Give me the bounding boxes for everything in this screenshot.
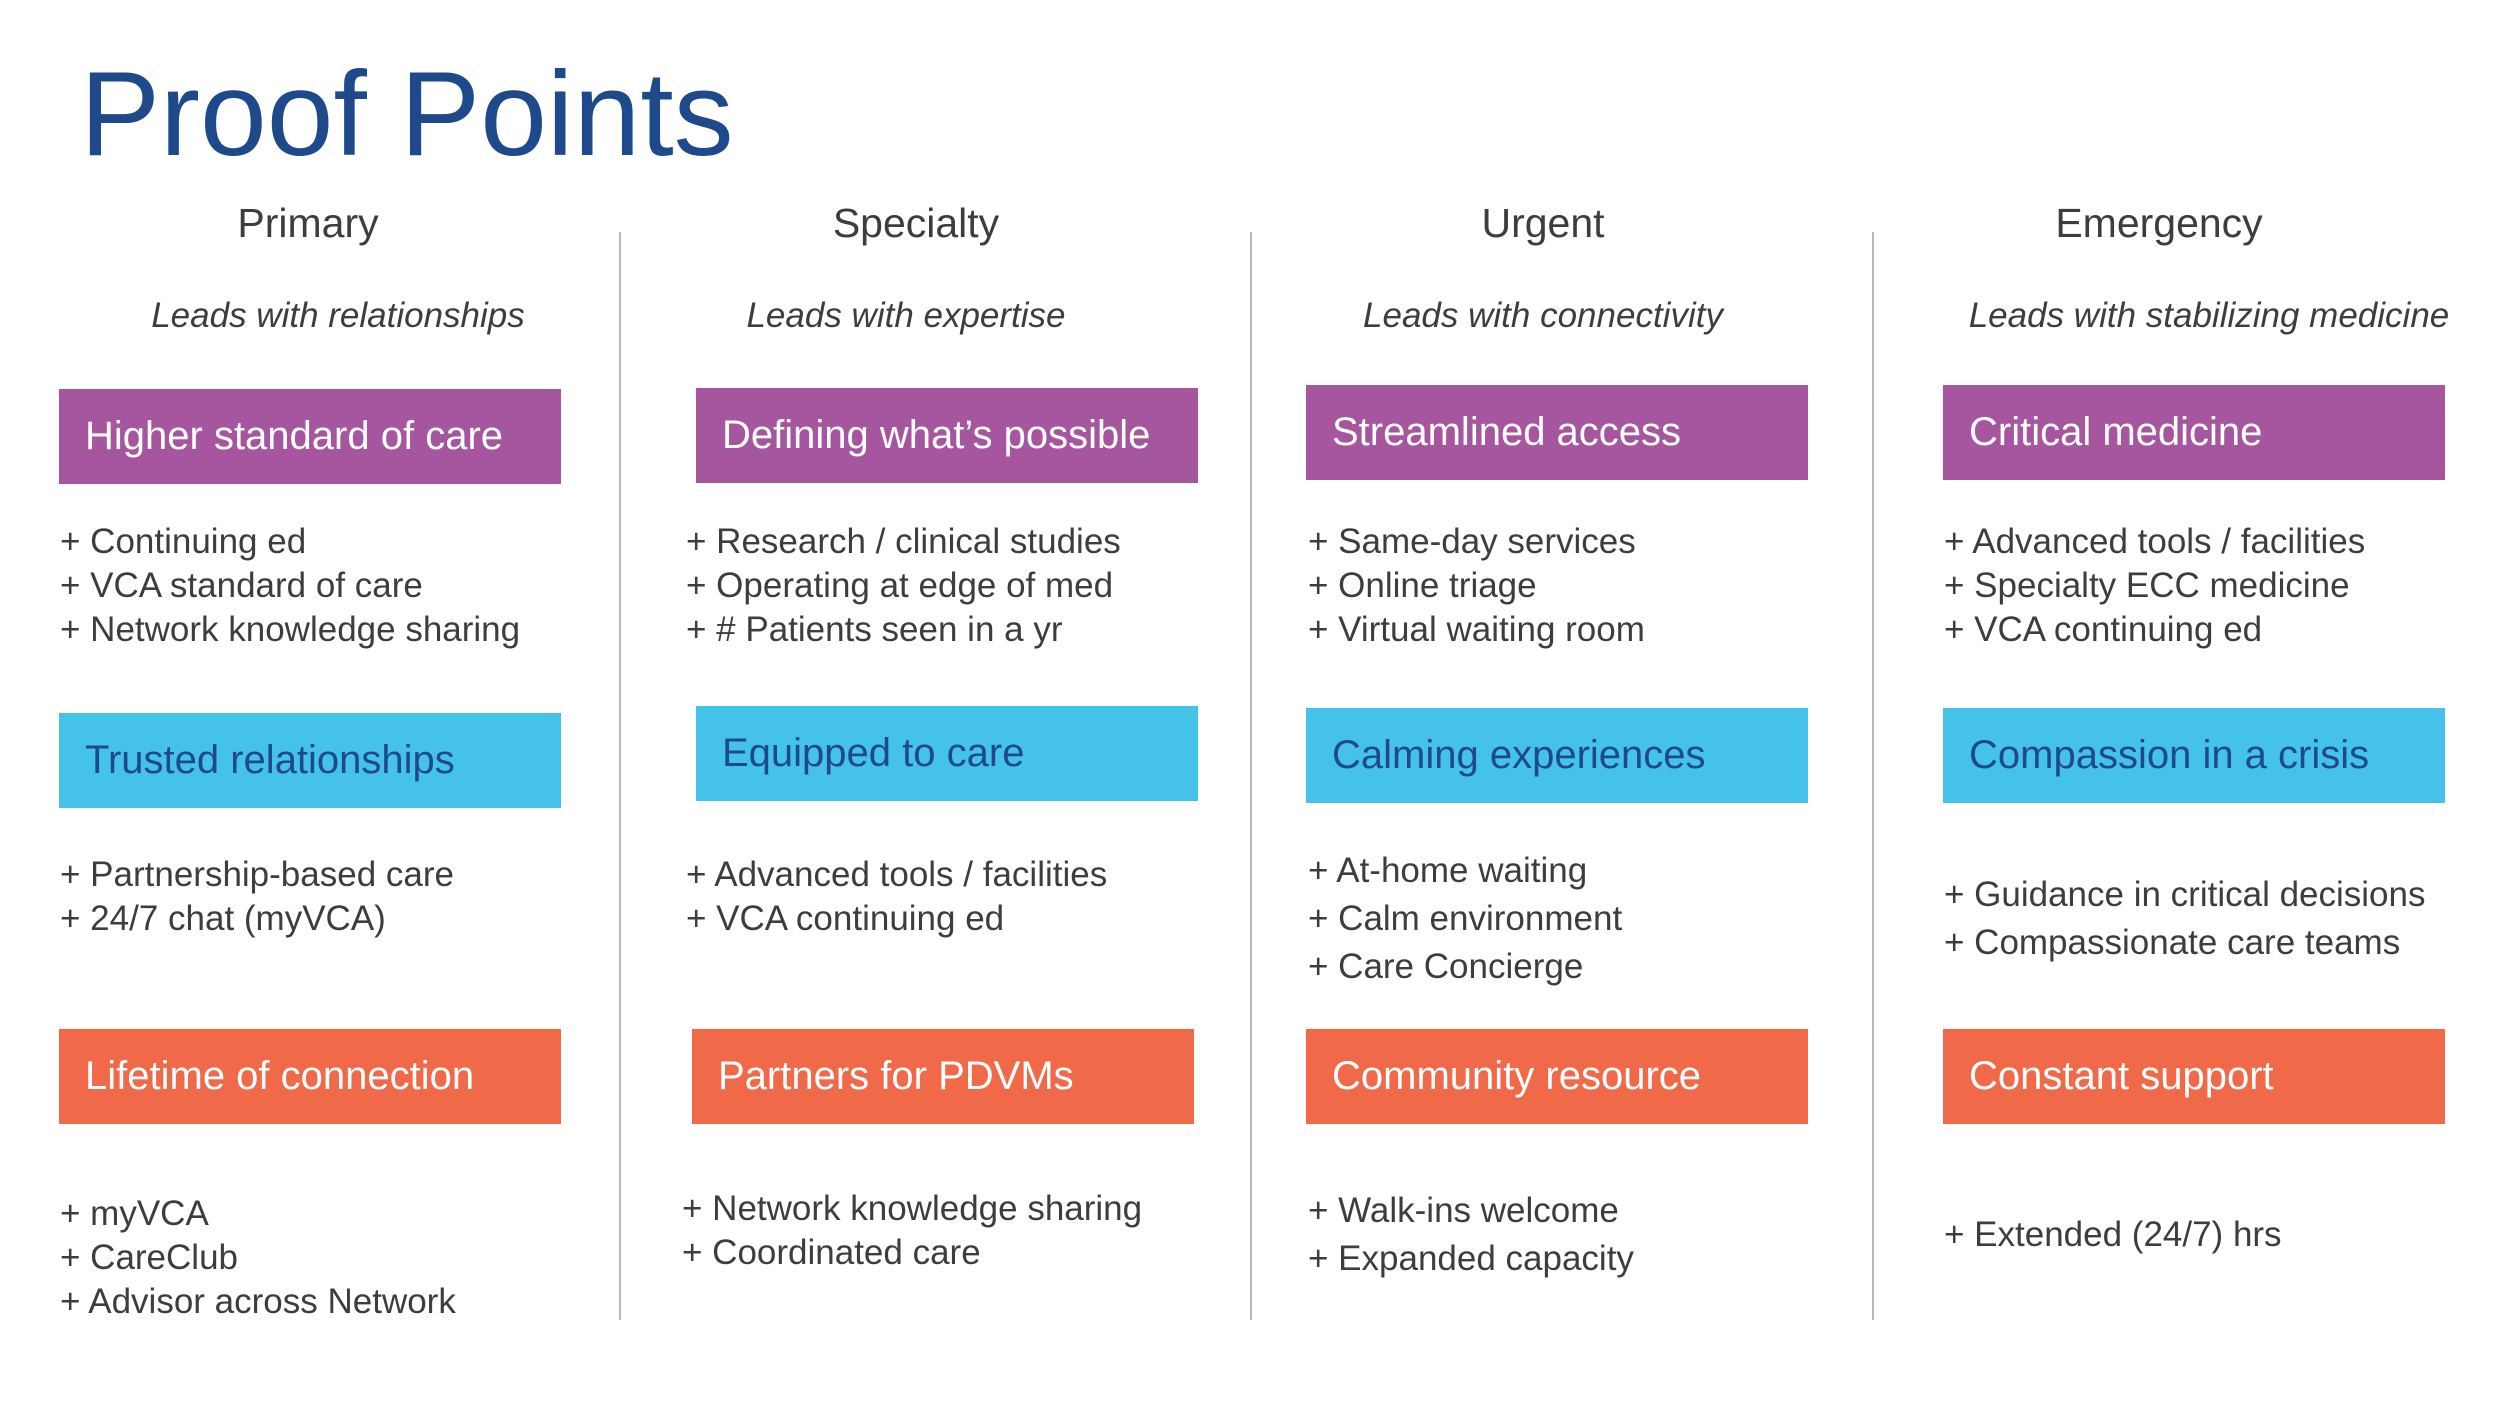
column-heading-emergency: Emergency — [2055, 200, 2263, 246]
list-item: + Operating at edge of med — [686, 566, 1114, 605]
pillar-box-primary-1: Higher standard of care — [59, 389, 561, 484]
list-item: + Advanced tools / facilities — [1944, 522, 2366, 561]
bullet-list-specialty-2: + Advanced tools / facilities + VCA cont… — [686, 853, 1246, 941]
column-tagline-emergency: Leads with stabilizing medicine — [1968, 296, 2450, 335]
pillar-box-urgent-1: Streamlined access — [1306, 385, 1808, 480]
list-item: + Coordinated care — [682, 1233, 981, 1272]
column-tagline-specialty: Leads with expertise — [746, 296, 1066, 335]
list-item: + Advisor across Network — [60, 1282, 456, 1321]
bullet-list-urgent-3: + Walk-ins welcome + Expanded capacity — [1308, 1187, 1868, 1283]
list-item: + Guidance in critical decisions — [1944, 875, 2426, 914]
bullet-list-emergency-2: + Guidance in critical decisions + Compa… — [1944, 871, 2500, 967]
list-item: + Compassionate care teams — [1944, 923, 2401, 962]
list-item: + Network knowledge sharing — [60, 610, 521, 649]
pillar-box-primary-3: Lifetime of connection — [59, 1029, 561, 1124]
column-heading-specialty: Specialty — [832, 200, 1000, 246]
list-item: + Partnership-based care — [60, 855, 454, 894]
list-item: + Expanded capacity — [1308, 1239, 1634, 1278]
list-item: + Network knowledge sharing — [682, 1189, 1143, 1228]
bullet-list-specialty-3: + Network knowledge sharing + Coordinate… — [682, 1187, 1242, 1275]
list-item: + Online triage — [1308, 566, 1537, 605]
list-item: + Same-day services — [1308, 522, 1636, 561]
pillar-box-primary-2: Trusted relationships — [59, 713, 561, 808]
list-item: + CareClub — [60, 1238, 239, 1277]
column-divider — [1250, 232, 1252, 1320]
page-title: Proof Points — [80, 47, 734, 181]
pillar-box-specialty-3: Partners for PDVMs — [692, 1029, 1194, 1124]
pillar-box-emergency-1: Critical medicine — [1943, 385, 2445, 480]
pillar-box-emergency-2: Compassion in a crisis — [1943, 708, 2445, 803]
list-item: + Extended (24/7) hrs — [1944, 1215, 2282, 1254]
list-item: + Specialty ECC medicine — [1944, 566, 2350, 605]
list-item: + Walk-ins welcome — [1308, 1191, 1619, 1230]
column-divider — [1872, 232, 1874, 1320]
bullet-list-emergency-1: + Advanced tools / facilities + Specialt… — [1944, 520, 2500, 652]
list-item: + At-home waiting — [1308, 851, 1588, 890]
list-item: + 24/7 chat (myVCA) — [60, 899, 386, 938]
pillar-box-specialty-1: Defining what’s possible — [696, 388, 1198, 483]
column-heading-urgent: Urgent — [1481, 200, 1605, 246]
pillar-box-emergency-3: Constant support — [1943, 1029, 2445, 1124]
list-item: + # Patients seen in a yr — [686, 610, 1063, 649]
list-item: + Advanced tools / facilities — [686, 855, 1108, 894]
bullet-list-urgent-1: + Same-day services + Online triage + Vi… — [1308, 520, 1868, 652]
list-item: + myVCA — [60, 1194, 209, 1233]
list-item: + Continuing ed — [60, 522, 307, 561]
list-item: + Care Concierge — [1308, 947, 1584, 986]
bullet-list-primary-2: + Partnership-based care + 24/7 chat (my… — [60, 853, 620, 941]
bullet-list-specialty-1: + Research / clinical studies + Operatin… — [686, 520, 1246, 652]
list-item: + Calm environment — [1308, 899, 1623, 938]
list-item: + Research / clinical studies — [686, 522, 1121, 561]
pillar-box-urgent-2: Calming experiences — [1306, 708, 1808, 803]
column-tagline-urgent: Leads with connectivity — [1363, 296, 1723, 335]
bullet-list-primary-1: + Continuing ed + VCA standard of care +… — [60, 520, 620, 652]
list-item: + VCA continuing ed — [1944, 610, 2263, 649]
list-item: + Virtual waiting room — [1308, 610, 1645, 649]
pillar-box-urgent-3: Community resource — [1306, 1029, 1808, 1124]
column-divider — [619, 232, 621, 1320]
pillar-box-specialty-2: Equipped to care — [696, 706, 1198, 801]
bullet-list-emergency-3: + Extended (24/7) hrs — [1944, 1213, 2500, 1257]
bullet-list-primary-3: + myVCA + CareClub + Advisor across Netw… — [60, 1192, 620, 1324]
column-heading-primary: Primary — [237, 200, 379, 246]
list-item: + VCA continuing ed — [686, 899, 1005, 938]
bullet-list-urgent-2: + At-home waiting + Calm environment + C… — [1308, 847, 1868, 991]
column-tagline-primary: Leads with relationships — [151, 296, 525, 335]
list-item: + VCA standard of care — [60, 566, 423, 605]
